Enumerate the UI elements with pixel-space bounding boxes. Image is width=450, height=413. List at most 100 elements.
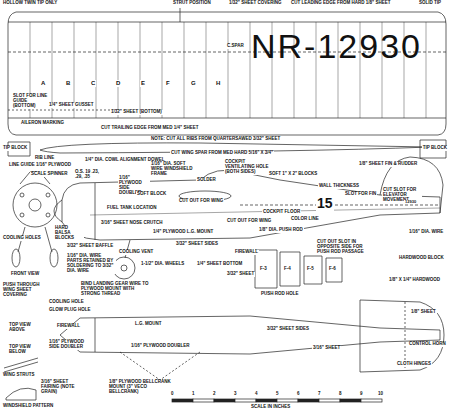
fuselage-side (62, 170, 440, 240)
scale-segment (361, 399, 382, 402)
plan-label: 1/8" DIA. PUSH ROD (258, 228, 304, 233)
plan-label: 1/4" SHEET GUSSET (48, 103, 94, 108)
plan-label: 3 (233, 392, 238, 397)
spinner-side (54, 200, 62, 222)
plan-label: 1/16" DIA. WIRE (408, 230, 444, 235)
plan-label: 12930 (404, 200, 417, 204)
plan-label: 15 (316, 196, 334, 211)
cowl-front (13, 183, 57, 227)
plan-label: 1/8" X 1/4" HARDWOOD (388, 278, 441, 283)
wing-outline (8, 12, 446, 135)
scale-segment (319, 399, 340, 402)
plan-label: PUSH THROUGH WING SHEET COVERING (2, 283, 48, 298)
plan-label: NOTE: CUT ALL RIBS FROM QUARTERSAWED 3/3… (150, 137, 281, 142)
plan-label: CUT LEADING EDGE FROM HARD 1/8" SHEET (290, 1, 391, 6)
scale-segment (235, 399, 256, 402)
wing-ribs (30, 22, 426, 118)
plan-label: CLOTH HINGES (396, 362, 432, 367)
rib-line (96, 22, 97, 118)
plan-label: SOFT 1" X 2" BLOCKS (268, 172, 318, 177)
plan-label: FIREWALL (56, 324, 81, 329)
plan-label: 3/32" SHEET SIDES (266, 327, 310, 332)
plan-label: 1/4" SHEET BOTTOM (196, 262, 243, 267)
plan-label: H (215, 80, 221, 87)
plan-label: SOFT BLOCK (136, 192, 167, 197)
plan-label: TOP VIEW BELOW (8, 345, 32, 355)
plan-label: SCALE SPINNER (30, 172, 69, 177)
plan-label: A (40, 80, 46, 87)
plan-label: COCKPIT FLOOR (262, 210, 301, 215)
plan-label: C (90, 80, 96, 87)
firewall-side (95, 183, 96, 240)
plan-label: L.G. MOUNT (134, 322, 163, 327)
plan-label: 9 (359, 392, 364, 397)
aileron-line (8, 110, 120, 111)
plan-label: 1/32" SHEET COVERING (228, 1, 282, 6)
rib-line (140, 22, 141, 118)
plan-label: LINE GUIDE 1/16" PLYWOOD (8, 163, 72, 168)
plan-label: SLOT FOR FIN (344, 192, 377, 197)
plan-label: FRONT VIEW (10, 272, 40, 277)
formers (255, 250, 342, 288)
plan-label: TIP BLOCK (2, 146, 28, 151)
plan-label: 3/16" SHEET NOSE CRUTCH (100, 221, 163, 226)
trailing-edge (8, 118, 446, 119)
plan-label: 5 (275, 392, 280, 397)
plan-label: 1-1/2" DIA. WHEELS (140, 262, 185, 267)
rib-line (118, 22, 119, 118)
plan-label: 6 (296, 392, 301, 397)
plan-label: O.S. 19 .23, .29, .35 (74, 170, 104, 180)
scale-segment (340, 399, 361, 402)
plan-label: 10 (377, 392, 384, 397)
plan-label: COLOR LINE (290, 217, 320, 222)
plan-label: 3/32" SHEET (226, 272, 255, 277)
plan-label: CUT TRAILING EDGE FROM MED 1/4" SHEET (100, 126, 199, 131)
plan-label: STRUT POSITION (172, 1, 212, 6)
scale-segment (214, 399, 235, 402)
scale-segment (277, 399, 298, 402)
plan-label: CUT OUT FOR WING (226, 219, 272, 224)
plan-label: F-6 (328, 267, 337, 272)
plan-label: SOLDER (196, 178, 217, 183)
wheel-front (50, 249, 58, 267)
stabilizer (360, 300, 444, 372)
plan-label: 3/32" SHEET BAFFLE (66, 244, 114, 249)
scale-segment (298, 399, 319, 402)
plan-label: F-4 (283, 267, 292, 272)
plan-label: D (115, 80, 121, 87)
tip-blocks (8, 140, 446, 158)
spinner-front (29, 199, 41, 211)
plan-label: CUT OUT FOR WING (178, 199, 224, 204)
plan-label: CONTROL HORN (408, 342, 447, 347)
plan-label: COCKPIT VENTILATING HOLE (BOTH SIDES) (224, 160, 272, 175)
plan-label: COOLING HOLE (48, 300, 85, 305)
plan-label: PUSH ROD HOLE (260, 292, 300, 297)
plan-label: AILERON MARKING (20, 121, 65, 126)
wheel-front (12, 249, 20, 267)
leading-edge (8, 22, 446, 23)
plan-label: F (165, 80, 171, 87)
plan-label: 1/8" SHEET FIN & RUDDER (358, 162, 418, 167)
firewall-top (95, 318, 96, 352)
plan-label: SCALE IN INCHES (250, 405, 291, 410)
bellcrank-lines (120, 352, 200, 380)
elevator-hinge (405, 302, 406, 370)
plan-label: TIP BLOCK (422, 146, 448, 151)
plan-label: CUT OUT SLOT IN OPPOSITE SIDE FOR PUSH R… (316, 240, 374, 255)
plan-label: 1/32" SHEET (BOTTOM) (110, 110, 163, 115)
plan-label: HOLLOW TWIN TIP ONLY (2, 1, 58, 6)
rib-line (206, 22, 207, 118)
plan-label: B (65, 80, 71, 87)
push-rod (240, 205, 440, 206)
plan-label: HARD BALSA BLOCKS (54, 226, 84, 241)
plan-label: 8 (338, 392, 343, 397)
plan-label: CUT WING SPAR FROM MED HARD 5/16" X 3/4" (170, 151, 274, 156)
plan-label: WINDSHIELD PATTERN (2, 404, 54, 409)
plan-label: 1/8" PLYWOOD BELLCRANK MOUNT (3" VECO BE… (108, 380, 172, 395)
plan-label: TOP VIEW ABOVE (8, 323, 32, 333)
plan-label: COOLING HOLES (2, 236, 42, 241)
plan-label: WING STRUTS (2, 373, 36, 378)
plan-label: HARDWOOD BLOCK (398, 256, 445, 261)
plan-label: G (190, 80, 197, 87)
